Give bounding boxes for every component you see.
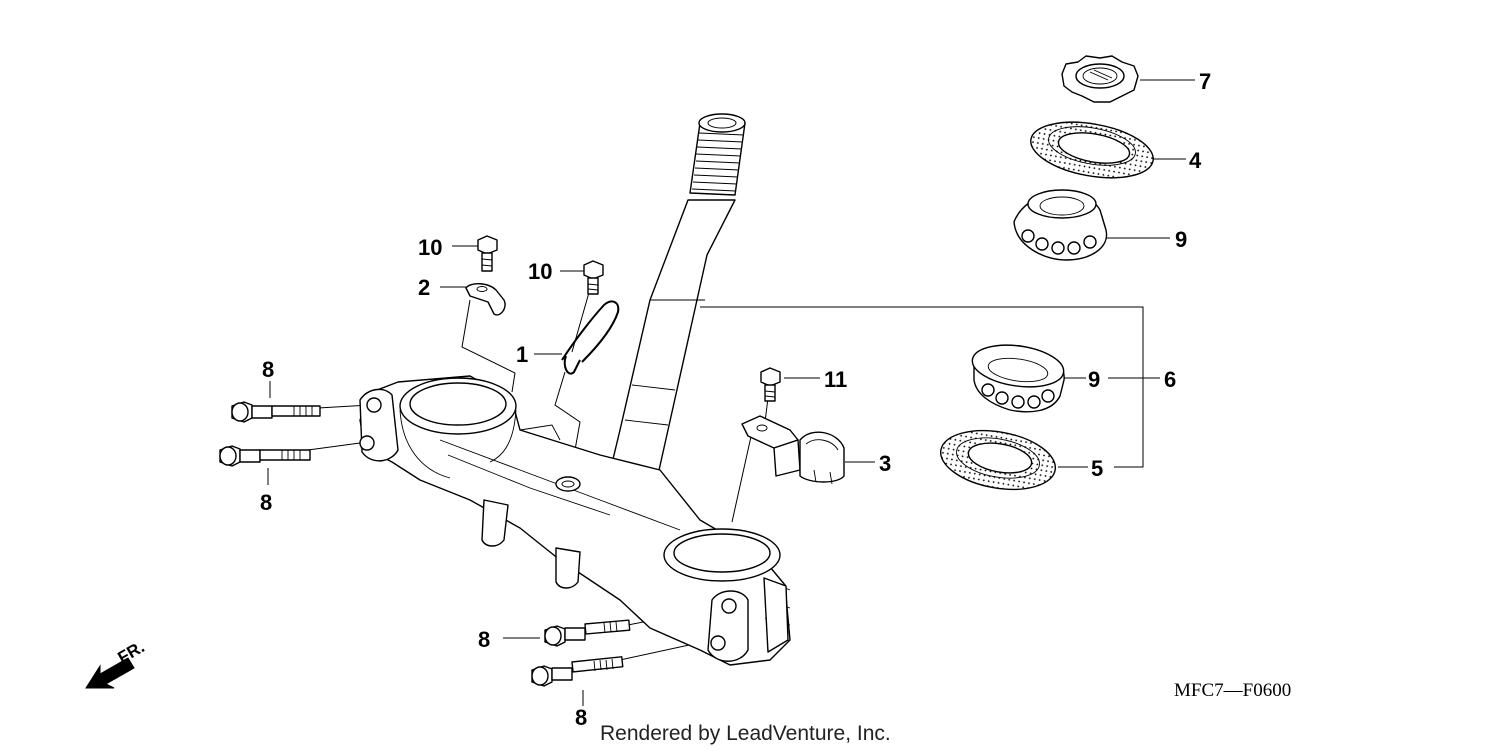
cable-clamp-2 [465, 283, 506, 316]
callout-11: 11 [824, 367, 847, 392]
screw-10-left [477, 235, 498, 272]
callout-3: 3 [879, 451, 891, 476]
dust-seal-5 [939, 429, 1057, 491]
render-credit: Rendered by LeadVenture, Inc. [600, 722, 891, 745]
callout-1: 1 [516, 342, 528, 367]
hose-clip-1 [561, 300, 620, 375]
callout-2: 2 [418, 275, 430, 300]
steering-stem [592, 113, 746, 499]
screw-10-center [583, 260, 604, 295]
callout-8-lower-right: 8 [575, 705, 587, 730]
dust-seal-4 [1030, 121, 1154, 179]
callout-8-upper-left: 8 [262, 357, 274, 382]
callout-5: 5 [1091, 456, 1103, 481]
bolt-8-lower-left [219, 445, 311, 467]
castle-nut-7 [1061, 55, 1139, 103]
callout-4: 4 [1189, 148, 1202, 173]
triple-clamp [359, 375, 791, 666]
callout-8-lower-left: 8 [260, 490, 272, 515]
callout-labels: 10 2 10 1 8 8 8 8 11 3 7 4 9 9 6 5 [260, 69, 1211, 730]
front-direction-arrow: FR. [85, 637, 148, 689]
bracket-3 [741, 415, 845, 485]
bearing-9-upper [1013, 189, 1108, 261]
bolt-8-upper-left [231, 401, 321, 423]
callout-8-upper-right: 8 [478, 627, 490, 652]
callout-6: 6 [1164, 367, 1176, 392]
callout-10-center: 10 [528, 259, 552, 284]
bearing-9-lower [971, 344, 1065, 413]
bolt-8-lower-right [531, 656, 624, 687]
callout-10-left: 10 [418, 235, 442, 260]
diagram-code: MFC7—F0600 [1174, 680, 1291, 701]
callout-9-lower: 9 [1088, 367, 1100, 392]
bolt-8-upper-right [544, 619, 631, 647]
callout-9-upper: 9 [1175, 227, 1187, 252]
screw-11 [760, 367, 781, 402]
callout-7: 7 [1199, 69, 1211, 94]
